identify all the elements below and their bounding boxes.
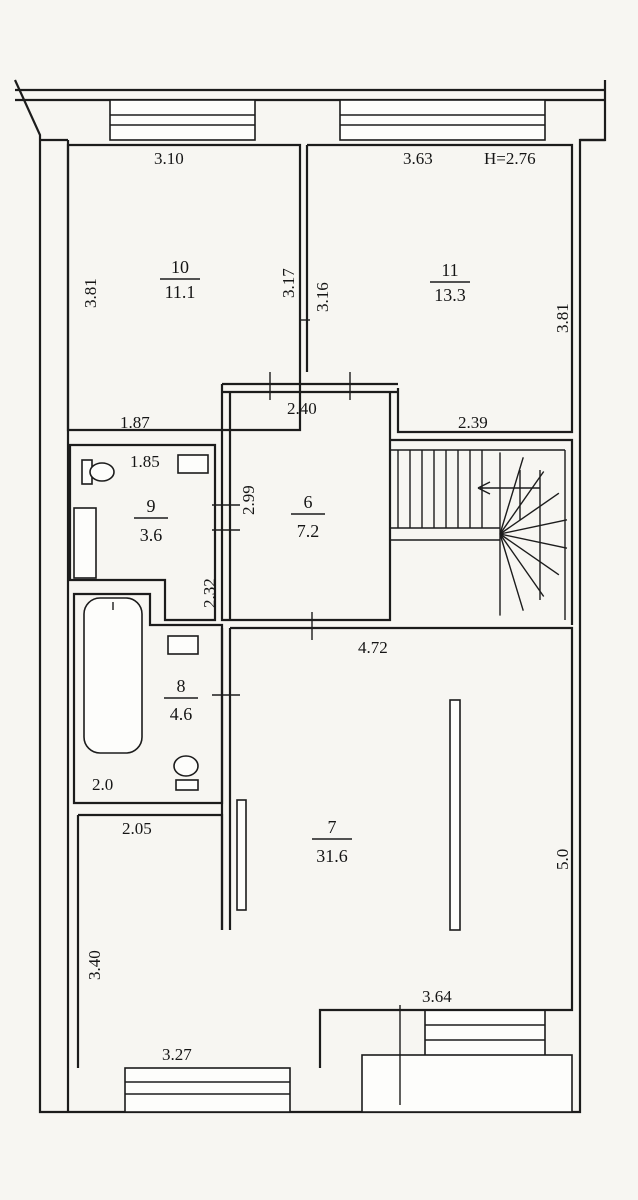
sink-icon — [167, 635, 199, 655]
svg-text:13.3: 13.3 — [434, 285, 466, 305]
window-top-left — [109, 99, 256, 141]
dimension-label: 2.99 — [239, 485, 258, 515]
room-label-10: 10 11.1 — [160, 257, 200, 302]
room-label-8: 8 4.6 — [164, 676, 198, 724]
dimension-label: 3.10 — [154, 149, 184, 168]
staircase — [390, 438, 574, 625]
stair-tread — [499, 533, 524, 611]
room-label-6: 6 7.2 — [291, 492, 325, 541]
dimension-label: 2.32 — [200, 578, 219, 608]
dimension-label: 2.0 — [92, 775, 113, 794]
dimension-label: 3.64 — [422, 987, 452, 1006]
svg-text:10: 10 — [171, 257, 189, 277]
svg-text:7.2: 7.2 — [297, 521, 320, 541]
dimension-label: 3.16 — [313, 282, 332, 312]
dimension-label: 2.40 — [287, 399, 317, 418]
room-label-7: 7 31.6 — [312, 817, 352, 866]
door-marks — [212, 319, 351, 696]
stair-tread — [499, 533, 560, 576]
stair-tread — [499, 533, 568, 549]
room-11-walls — [222, 143, 574, 434]
dimension-label: 3.81 — [553, 303, 572, 333]
sink-icon — [177, 454, 209, 474]
dimension-label: 3.40 — [85, 950, 104, 980]
dimension-label: 1.87 — [120, 413, 150, 432]
room-6-walls — [220, 384, 392, 622]
bathtub-icon — [83, 597, 143, 754]
dimension-label: 3.17 — [279, 268, 298, 298]
stair-tread — [499, 519, 568, 535]
window-top-right — [339, 99, 546, 141]
dimension-label: 3.27 — [162, 1045, 192, 1064]
room-10-walls — [66, 143, 309, 432]
svg-text:9: 9 — [147, 496, 156, 516]
dimension-label: 5.0 — [553, 849, 572, 870]
svg-text:11.1: 11.1 — [165, 282, 196, 302]
dimension-label: 4.72 — [358, 638, 388, 657]
dimension-label: 3.63 — [403, 149, 433, 168]
window-bottom-left — [124, 1067, 291, 1113]
svg-text:8: 8 — [177, 676, 186, 696]
stair-tread — [499, 533, 545, 597]
room-9-walls — [68, 443, 217, 622]
ceiling-height-label: H=2.76 — [484, 149, 536, 168]
svg-text:4.6: 4.6 — [170, 704, 193, 724]
svg-text:11: 11 — [441, 260, 458, 280]
stair-tread — [499, 471, 545, 535]
room-label-11: 11 13.3 — [430, 260, 470, 305]
room-7-walls — [76, 626, 574, 1113]
svg-text:6: 6 — [304, 492, 313, 512]
room-label-9: 9 3.6 — [134, 496, 168, 545]
svg-text:31.6: 31.6 — [316, 846, 348, 866]
window-bottom-right — [424, 1009, 546, 1059]
dimension-label: 3.81 — [81, 278, 100, 308]
toilet-icon — [173, 755, 199, 791]
toilet-icon — [81, 459, 115, 485]
dimension-label: 2.05 — [122, 819, 152, 838]
stair-tread — [499, 492, 560, 535]
svg-text:7: 7 — [328, 817, 337, 837]
dimension-label: 1.85 — [130, 452, 160, 471]
dimension-label: 2.39 — [458, 413, 488, 432]
svg-text:3.6: 3.6 — [140, 525, 163, 545]
